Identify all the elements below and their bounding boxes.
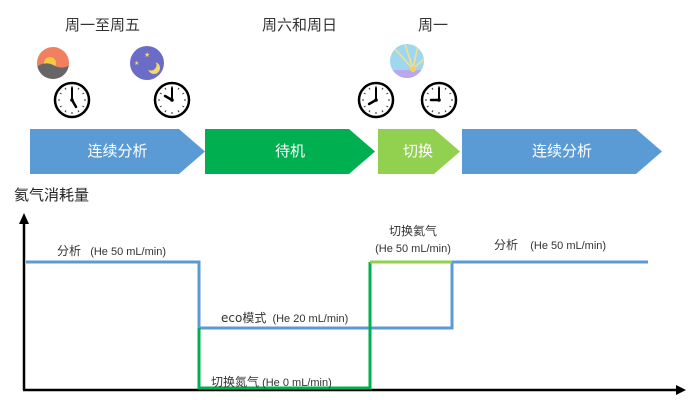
- annotation-switch-helium: 切换氦气 (He 50 mL/min): [370, 222, 456, 255]
- y-axis-label: 氦气消耗量: [14, 186, 90, 204]
- annotation-mode: 分析: [494, 238, 519, 252]
- stage-label-standby: 待机: [274, 142, 305, 160]
- svg-text:★: ★: [144, 51, 150, 59]
- chart-axes: [19, 213, 686, 395]
- stage-arrow-0: [30, 129, 205, 174]
- period-monday: 周一: [418, 16, 449, 34]
- stage-arrow-1: [205, 129, 375, 174]
- annotation-mode: eco模式: [221, 311, 267, 325]
- annotation-flow: (He 50 mL/min): [530, 240, 607, 252]
- clock-icon: [53, 81, 91, 119]
- svg-text:★: ★: [134, 60, 139, 67]
- annotation-mode: 分析: [57, 244, 82, 258]
- annotation-eco: eco模式 (He 20 mL/min): [221, 309, 348, 326]
- annotation-flow: (He 0 mL/min): [262, 377, 332, 389]
- annotation-analysis-2: 分析 (He 50 mL/min): [494, 236, 606, 253]
- night-moon-icon: ★ ★: [130, 46, 164, 80]
- helium-analysis-line: [26, 260, 648, 330]
- clock-icon: [153, 81, 191, 119]
- stage-label-analysis-1: 连续分析: [87, 142, 148, 160]
- annotation-nitrogen: 切换氮气 (He 0 mL/min): [211, 373, 332, 390]
- annotation-mode: 切换氦气: [388, 224, 437, 238]
- stage-label-switch: 切换: [402, 142, 433, 160]
- stage-arrow-3: [462, 129, 662, 174]
- stage-label-analysis-2: 连续分析: [531, 142, 592, 160]
- annotation-flow: (He 50 mL/min): [375, 243, 451, 255]
- nitrogen-switch-line: [197, 262, 372, 390]
- annotation-analysis-1: 分析 (He 50 mL/min): [57, 242, 166, 259]
- annotation-flow: (He 20 mL/min): [272, 313, 349, 325]
- period-weekend: 周六和周日: [262, 16, 338, 34]
- clock-icon: [357, 81, 395, 119]
- sunset-icon: [37, 47, 69, 79]
- period-weekdays: 周一至周五: [65, 16, 141, 34]
- sunrise-icon: [390, 44, 424, 78]
- y-axis-arrow-icon: [19, 213, 29, 224]
- x-axis-arrow-icon: [676, 385, 686, 395]
- annotation-flow: (He 50 mL/min): [90, 246, 166, 258]
- clock-icon: [420, 81, 458, 119]
- stage-arrow-2: [378, 129, 460, 174]
- annotation-mode: 切换氮气: [211, 375, 260, 389]
